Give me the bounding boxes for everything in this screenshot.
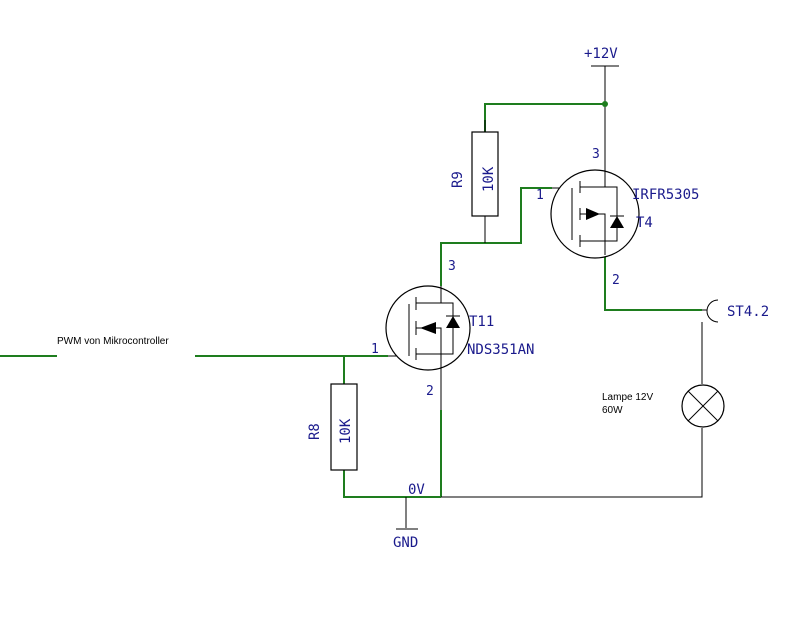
t11-type: NDS351AN bbox=[467, 342, 534, 358]
lamp-label-line2: 60W bbox=[602, 405, 623, 416]
wire-r9-top bbox=[484, 103, 605, 132]
r9-name: R9 bbox=[450, 171, 466, 188]
t11-name: T11 bbox=[469, 314, 494, 330]
resistor-r9 bbox=[471, 120, 499, 243]
mosfet-t11 bbox=[385, 285, 471, 410]
lamp-label-line1: Lampe 12V bbox=[602, 392, 653, 403]
lamp bbox=[681, 384, 725, 428]
mosfet-t4 bbox=[550, 169, 640, 259]
wire-t4-drain-connector bbox=[604, 255, 702, 311]
r9-value: 10K bbox=[481, 166, 497, 192]
junction-dot bbox=[602, 101, 608, 107]
t4-pin2: 2 bbox=[612, 273, 620, 288]
zero-v-label: 0V bbox=[408, 482, 425, 498]
connector-st4-2 bbox=[702, 299, 719, 323]
t11-pin3: 3 bbox=[448, 259, 456, 274]
pwm-label: PWM von Mikrocontroller bbox=[57, 336, 169, 347]
resistor-r8 bbox=[330, 383, 358, 471]
supply-label: +12V bbox=[584, 46, 618, 62]
wire-t11-drain-r9-gate bbox=[440, 187, 552, 286]
connector-label: ST4.2 bbox=[727, 304, 769, 320]
gnd-label: GND bbox=[393, 535, 418, 551]
t4-type: IRFR5305 bbox=[632, 187, 699, 203]
wire-lamp-return bbox=[441, 428, 703, 498]
r8-name: R8 bbox=[307, 423, 323, 440]
t11-pin2: 2 bbox=[426, 384, 434, 399]
r8-value: 10K bbox=[338, 418, 354, 444]
t11-pin1: 1 bbox=[371, 342, 379, 357]
t4-pin1: 1 bbox=[536, 188, 544, 203]
t4-name: T4 bbox=[636, 215, 653, 231]
black-wires bbox=[388, 65, 703, 530]
t4-pin3: 3 bbox=[592, 147, 600, 162]
wire-r8-bottom bbox=[343, 470, 441, 498]
